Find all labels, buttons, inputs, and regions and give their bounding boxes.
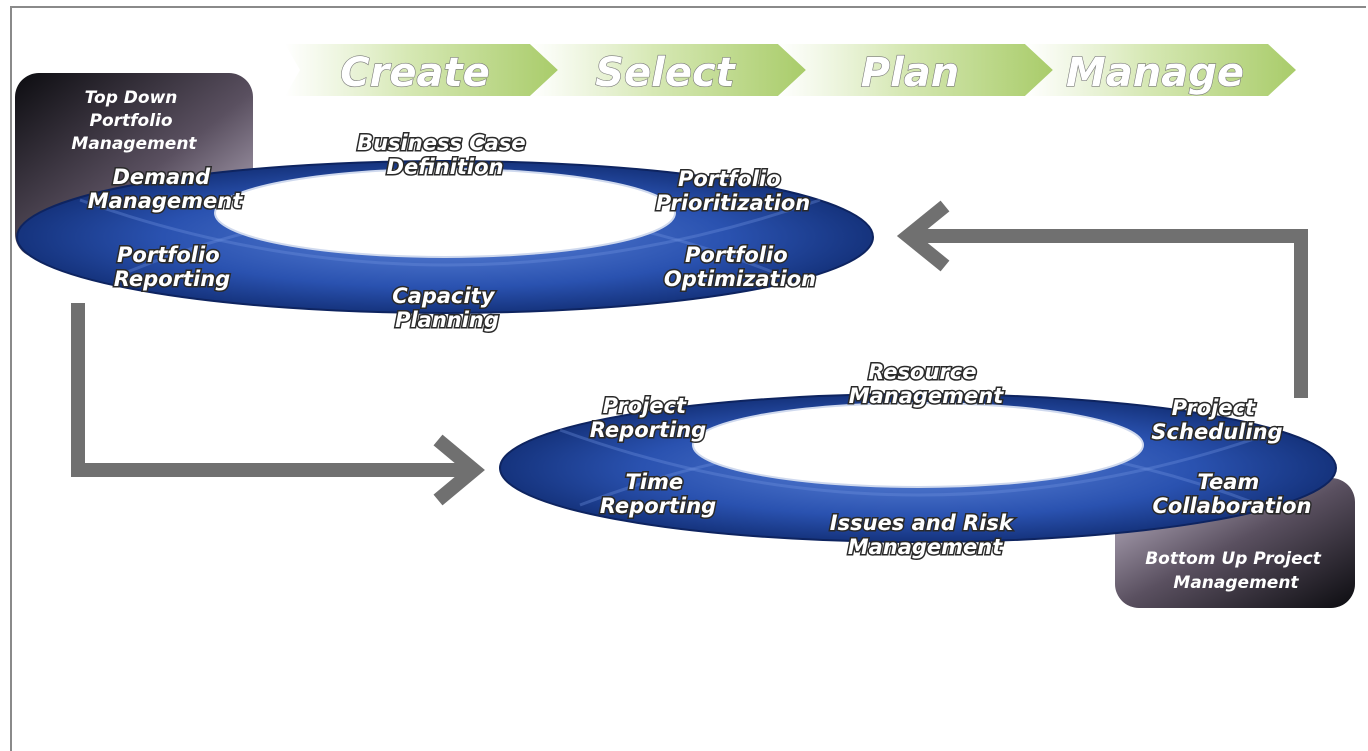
up-left-arrowhead xyxy=(896,200,950,272)
down-right-arrow xyxy=(71,303,470,477)
top-down-box-label: Top Down Portfolio Management xyxy=(71,88,197,154)
business-case-definition-label: Business Case Definition xyxy=(357,131,533,179)
stage-plan-label: Plan xyxy=(861,50,960,96)
stage-create-label: Create xyxy=(340,50,489,96)
resource-management-label: Resource Management xyxy=(849,360,1005,408)
top-ring xyxy=(16,160,874,314)
project-scheduling-label: Project Scheduling xyxy=(1151,396,1282,444)
bottom-up-box-label: Bottom Up Project Management xyxy=(1145,549,1327,593)
project-reporting-label: Project Reporting xyxy=(590,394,706,442)
time-reporting-label: Time Reporting xyxy=(600,470,716,518)
team-collaboration-label: Team Collaboration xyxy=(1152,470,1311,518)
portfolio-reporting-label: Portfolio Reporting xyxy=(114,243,230,291)
demand-management-label: Demand Management xyxy=(88,165,244,213)
capacity-planning-label: Capacity Planning xyxy=(392,284,501,332)
connector-arrows xyxy=(71,200,1308,506)
stage-create-chevron xyxy=(285,44,558,96)
stage-manage-chevron xyxy=(1025,44,1296,96)
stage-select-label: Select xyxy=(595,50,736,96)
stage-plan-chevron xyxy=(778,44,1053,96)
issues-and-risk-management-label: Issues and Risk Management xyxy=(830,511,1020,559)
portfolio-optimization-label: Portfolio Optimization xyxy=(664,243,816,291)
stage-chevrons: Create Select Plan Manage xyxy=(285,44,1296,97)
stage-select-chevron xyxy=(530,44,806,96)
up-left-arrow xyxy=(912,229,1308,398)
stage-manage-label: Manage xyxy=(1066,50,1244,96)
bottom-ring xyxy=(499,393,1337,543)
portfolio-prioritization-label: Portfolio Prioritization xyxy=(656,167,811,215)
diagram-frame xyxy=(10,6,1366,751)
down-right-arrowhead xyxy=(433,434,485,506)
